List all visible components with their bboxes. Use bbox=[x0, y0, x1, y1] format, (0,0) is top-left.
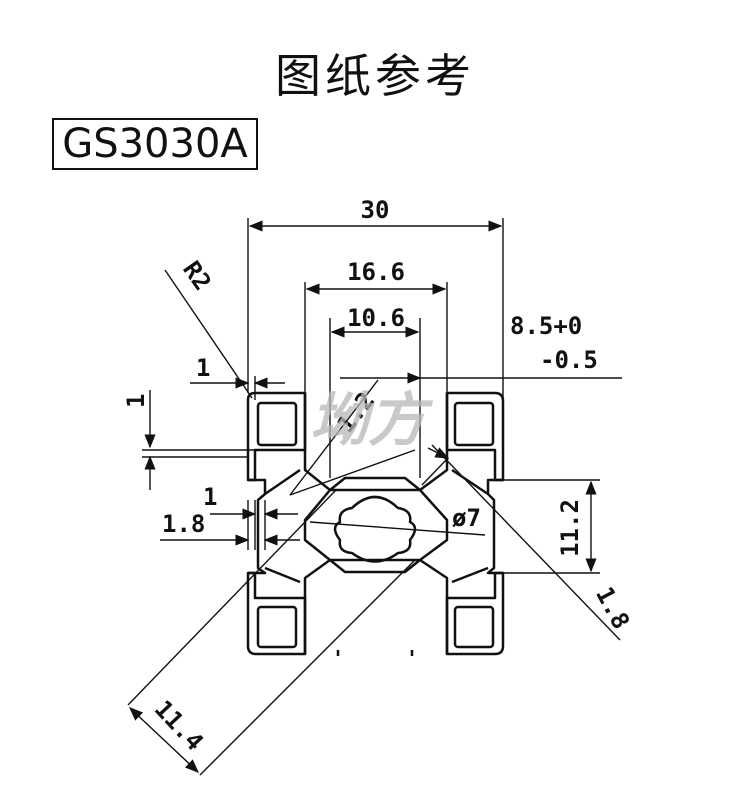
dim-lip-width: 1 bbox=[196, 354, 210, 382]
model-label: GS3030A bbox=[52, 118, 258, 170]
dim-tol-upper: 8.5+0 bbox=[510, 312, 582, 340]
dim-tol-lower: -0.5 bbox=[540, 346, 598, 374]
dim-slot-inner: 10.6 bbox=[347, 304, 405, 332]
page-title: 图纸参考 bbox=[275, 49, 475, 103]
dim-depth: 11.2 bbox=[556, 499, 584, 557]
dim-diag: 11.4 bbox=[149, 695, 209, 756]
dim-wall-1-8: 1.8 bbox=[162, 510, 205, 538]
dim-corner-radius: R2 bbox=[177, 256, 217, 296]
dim-bore: ø7 bbox=[452, 504, 481, 532]
dim-web: 1.8 bbox=[590, 582, 635, 633]
dimension-lines bbox=[127, 218, 622, 776]
watermark: 坳方 bbox=[310, 386, 434, 454]
dim-wall-1: 1 bbox=[203, 483, 217, 511]
dim-overall-width: 30 bbox=[361, 196, 390, 224]
dim-slot-outer: 16.6 bbox=[347, 258, 405, 286]
dim-lip-height: 1 bbox=[122, 394, 150, 408]
